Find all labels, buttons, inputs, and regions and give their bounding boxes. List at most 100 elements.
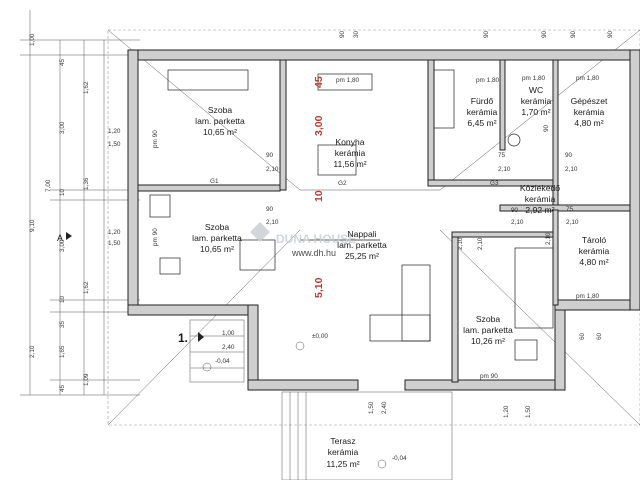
beam-labels: G1 G2 G3	[210, 178, 499, 187]
room-name-hallway: Közlekedő	[520, 183, 560, 193]
svg-text:1,00: 1,00	[29, 33, 36, 46]
svg-text:1,20: 1,20	[503, 405, 510, 418]
bottom-dimensions: 1,20 1,50	[503, 405, 532, 418]
interior-walls	[137, 59, 631, 383]
room-name-bedroom-2: Szoba	[205, 222, 230, 232]
room-area-bedroom-3: 10,26 m²	[471, 336, 505, 346]
entrance-marker: 1. 1,00 2,40 -0,04	[178, 330, 235, 372]
room-name-wc: WC	[529, 85, 543, 95]
svg-text:1,36: 1,36	[83, 177, 90, 190]
svg-text:A: A	[57, 233, 63, 243]
svg-text:1,20: 1,20	[108, 229, 121, 236]
room-area-hallway: 2,92 m²	[525, 205, 554, 215]
room-area-bathroom: 6,45 m²	[467, 118, 496, 128]
svg-text:G3: G3	[490, 180, 499, 187]
svg-text:45: 45	[59, 58, 66, 66]
room-area-bedroom-2: 10,65 m²	[200, 244, 234, 254]
svg-text:pm 1,80: pm 1,80	[576, 293, 600, 300]
svg-text:60: 60	[579, 332, 586, 340]
room-floor-storage: kerámia	[579, 246, 610, 256]
svg-text:90: 90	[339, 30, 346, 38]
svg-text:90: 90	[511, 207, 519, 214]
svg-text:90: 90	[570, 30, 577, 38]
svg-text:2,10: 2,10	[29, 345, 36, 358]
left-dimensions: 1,00 45 1,62 3,00 7,00 9,10 1,36 10 3,00…	[29, 33, 90, 392]
svg-text:pm 90: pm 90	[152, 228, 159, 246]
room-floor-living: lam. parketta	[337, 240, 387, 250]
left-dimension-lines	[20, 10, 140, 396]
svg-text:2,40: 2,40	[381, 401, 388, 414]
svg-text:90: 90	[541, 30, 548, 38]
svg-text:pm 1,80: pm 1,80	[336, 77, 360, 84]
svg-text:2,10: 2,10	[477, 237, 484, 250]
svg-text:1,09: 1,09	[83, 373, 90, 386]
room-floor-wc: kerámia	[521, 96, 552, 106]
room-floor-bedroom-1: lam. parketta	[195, 116, 245, 126]
svg-text:1,50: 1,50	[108, 240, 121, 247]
svg-text:±0,00: ±0,00	[312, 333, 328, 340]
room-name-terrace: Terasz	[330, 436, 355, 446]
door-dimensions: 90 2,10 90 2,10 75 2,10 90 2,10 90 2,10 …	[266, 124, 579, 250]
room-area-mechanical: 4,80 m²	[574, 118, 603, 128]
watermark-brand: DUNA HOUSE	[276, 232, 356, 246]
room-area-terrace: 11,25 m²	[326, 459, 359, 469]
svg-text:pm 1,80: pm 1,80	[522, 75, 546, 82]
svg-text:-0,04: -0,04	[392, 455, 407, 462]
level-markers: ±0,00 -0,04	[295, 333, 407, 469]
svg-text:G1: G1	[210, 178, 219, 185]
svg-text:9,10: 9,10	[29, 219, 36, 232]
red-dim-45: 45	[313, 76, 325, 88]
svg-text:pm 1,80: pm 1,80	[576, 75, 600, 82]
svg-text:90: 90	[607, 30, 614, 38]
top-dimensions: 90 30 90 90 90 90	[339, 30, 614, 38]
svg-text:G2: G2	[338, 180, 347, 187]
svg-text:-0,04: -0,04	[215, 358, 230, 365]
red-dim-510: 5,10	[313, 277, 325, 298]
window-sill-labels: pm 1,80 pm 1,80 pm 1,80 pm 1,80 pm 1,80 …	[152, 75, 600, 380]
svg-text:3,00: 3,00	[59, 239, 66, 252]
svg-text:10: 10	[59, 295, 66, 303]
svg-text:30: 30	[353, 30, 360, 38]
svg-text:1,50: 1,50	[368, 401, 375, 414]
room-name-mechanical: Gépészet	[571, 96, 608, 106]
svg-text:60: 60	[596, 332, 603, 340]
room-name-bedroom-3: Szoba	[476, 314, 501, 324]
svg-text:2,10: 2,10	[545, 232, 552, 245]
red-dimensions: 45 3,00 10 5,10	[313, 76, 325, 298]
room-name-storage: Tároló	[582, 235, 607, 245]
room-name-living: Nappali	[347, 229, 376, 239]
room-floor-kitchen: kerámia	[335, 148, 366, 158]
svg-text:pm 1,80: pm 1,80	[476, 77, 500, 84]
watermark-url: www.dh.hu	[291, 248, 336, 258]
svg-text:1,50: 1,50	[525, 405, 532, 418]
room-area-kitchen: 11,56 m²	[333, 159, 366, 169]
svg-text:2,10: 2,10	[457, 237, 464, 250]
room-name-bedroom-1: Szoba	[208, 105, 233, 115]
svg-text:pm 90: pm 90	[152, 130, 159, 148]
svg-text:7,00: 7,00	[45, 179, 52, 192]
svg-text:90: 90	[543, 124, 550, 132]
furniture	[149, 69, 554, 361]
entrance-stairs	[189, 319, 245, 383]
room-area-storage: 4,80 m²	[579, 257, 608, 267]
svg-text:35: 35	[59, 320, 66, 328]
room-name-kitchen: Konyha	[335, 137, 364, 147]
terrace	[281, 391, 453, 480]
svg-text:90: 90	[565, 152, 573, 159]
terrace-door-dimensions: 1,50 2,40	[368, 401, 388, 414]
svg-text:3,00: 3,00	[59, 121, 66, 134]
svg-text:90: 90	[483, 30, 490, 38]
svg-text:90: 90	[266, 152, 274, 159]
svg-text:2,40: 2,40	[222, 344, 235, 351]
svg-text:2,10: 2,10	[266, 166, 279, 173]
svg-text:10: 10	[59, 188, 66, 196]
watermark: DUNA HOUSE www.dh.hu	[250, 222, 356, 258]
svg-text:2,10: 2,10	[498, 166, 511, 173]
room-floor-bathroom: kerámia	[467, 107, 498, 117]
outer-walls	[127, 49, 640, 391]
room-floor-bedroom-3: lam. parketta	[463, 325, 513, 335]
svg-text:2,10: 2,10	[565, 166, 578, 173]
room-floor-terrace: kerámia	[328, 447, 359, 457]
svg-text:1.: 1.	[178, 331, 188, 345]
